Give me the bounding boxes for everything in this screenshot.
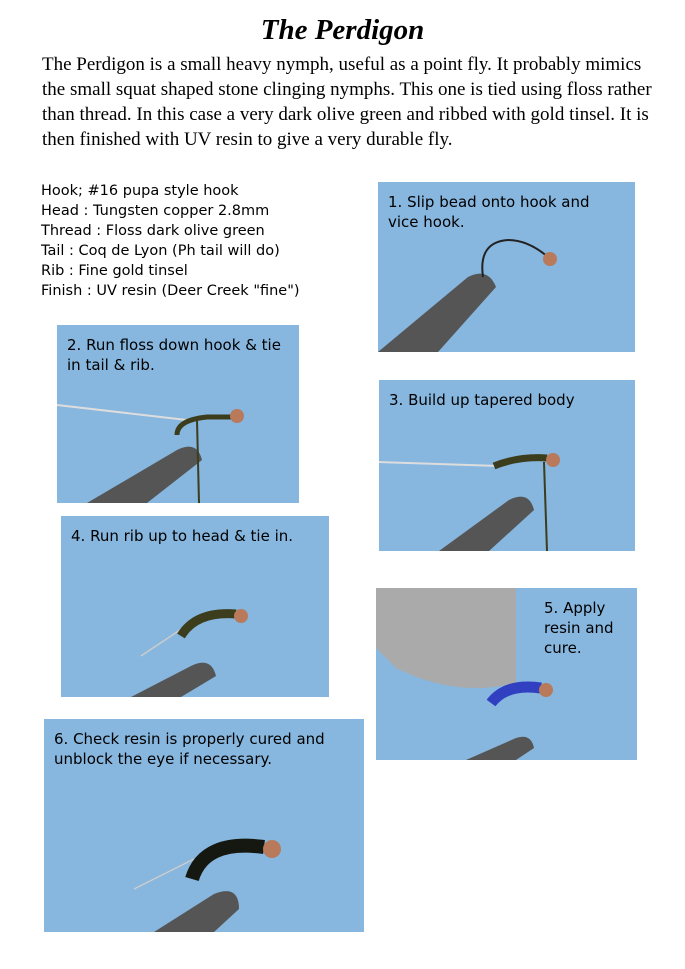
vice-tapered-body-image xyxy=(379,453,560,551)
step-5-photo: 5. Apply resin and cure. xyxy=(376,588,637,760)
step-1-photo: 1. Slip bead onto hook and vice hook. xyxy=(378,182,635,352)
vice-floss-tail-image xyxy=(57,404,244,503)
step-caption: 6. Check resin is properly cured and unb… xyxy=(54,730,325,768)
finished-fly-image xyxy=(133,838,281,932)
material-item: Thread : Floss dark olive green xyxy=(41,223,265,239)
step-4-photo: 4. Run rib up to head & tie in. xyxy=(61,516,329,697)
step-caption: 3. Build up tapered body xyxy=(389,391,575,409)
material-item: Finish : UV resin (Deer Creek "fine") xyxy=(41,283,300,299)
material-item: Tail : Coq de Lyon (Ph tail will do) xyxy=(41,243,280,259)
page-title: The Perdigon xyxy=(260,14,425,46)
step-caption: 4. Run rib up to head & tie in. xyxy=(71,527,294,545)
material-item: Head : Tungsten copper 2.8mm xyxy=(41,203,270,219)
material-item: Rib : Fine gold tinsel xyxy=(41,263,188,279)
vice-ribbed-body-image xyxy=(131,609,248,697)
material-item: Hook; #16 pupa style hook xyxy=(41,183,239,199)
step-caption: 1. Slip bead onto hook and vice hook. xyxy=(388,193,590,231)
step-3-photo: 3. Build up tapered body xyxy=(379,380,635,551)
step-caption: 2. Run floss down hook & tie in tail & r… xyxy=(67,336,281,374)
vice-hook-bead-image xyxy=(378,238,557,352)
step-6-photo: 6. Check resin is properly cured and unb… xyxy=(44,719,364,932)
uv-torch-resin-image xyxy=(376,588,553,760)
intro-paragraph: The Perdigon is a small heavy nymph, use… xyxy=(42,54,652,150)
step-caption: 5. Apply resin and cure. xyxy=(544,599,614,657)
step-2-photo: 2. Run floss down hook & tie in tail & r… xyxy=(57,325,299,503)
materials-list: Hook; #16 pupa style hook Head : Tungste… xyxy=(41,181,300,301)
